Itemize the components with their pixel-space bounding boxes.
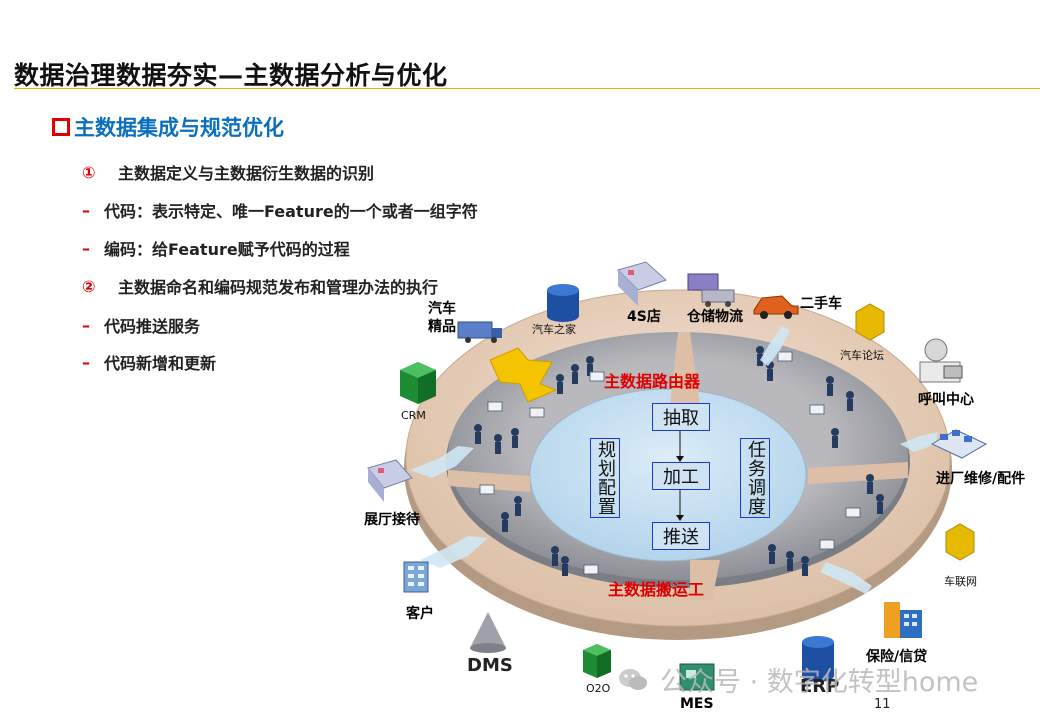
push-step: 推送 xyxy=(652,522,710,550)
data-flow-beam xyxy=(820,562,872,594)
building-icon xyxy=(403,561,429,593)
system-label-insurance-credit: 保险/信贷 xyxy=(866,649,928,665)
section-heading: 主数据集成与规范优化 xyxy=(52,112,284,142)
ring-gap-bottom xyxy=(690,560,720,600)
mover-label: 主数据搬运工 xyxy=(608,580,705,599)
data-flow-beam xyxy=(410,446,474,478)
list-marker: – xyxy=(82,352,90,372)
list-item-text: 编码：给Feature赋予代码的过程 xyxy=(104,240,350,259)
watermark-text: 公众号 · 数字化转型home xyxy=(660,667,979,698)
truck-icon xyxy=(457,321,502,343)
list-item-text: 代码新增和更新 xyxy=(104,354,217,373)
cube-icon xyxy=(583,644,611,678)
planning-config-box: 规划配置 xyxy=(590,438,620,518)
list-marker: – xyxy=(82,200,90,220)
database-icon xyxy=(547,284,579,322)
system-label-customer: 客户 xyxy=(406,606,434,622)
data-flow-beam xyxy=(900,432,938,452)
extract-step: 抽取 xyxy=(652,403,710,431)
system-label-auto-accessories: 汽车 精品 xyxy=(428,301,456,335)
system-label-warehouse-logistics: 仓储物流 xyxy=(687,309,743,325)
system-label-iov: 车联网 xyxy=(944,575,977,588)
task-scheduling-box: 任务调度 xyxy=(740,438,770,518)
system-label-4s-store: 4S店 xyxy=(627,309,661,325)
office-layout-icon xyxy=(617,261,667,306)
watermark: 公众号 · 数字化转型home xyxy=(618,660,978,699)
data-flow-beam xyxy=(760,326,790,366)
system-label-call-center: 呼叫中心 xyxy=(918,392,974,408)
page-number: 11 xyxy=(874,697,891,712)
database-icon xyxy=(802,636,834,682)
warehouse-icon xyxy=(687,273,735,307)
list-item: – 代码：表示特定、唯一Feature的一个或者一组字符 xyxy=(82,198,478,222)
list-marker: – xyxy=(82,315,90,335)
system-label-autohome: 汽车之家 xyxy=(532,323,576,336)
list-item: – 代码新增和更新 xyxy=(82,350,216,374)
list-item: ② 主数据命名和编码规范发布和管理办法的执行 xyxy=(82,274,438,298)
cube-icon xyxy=(400,362,436,404)
ring-gap-top xyxy=(670,332,700,405)
system-label-repair-parts: 进厂维修/配件 xyxy=(936,471,1026,487)
list-item: ① 主数据定义与主数据衍生数据的识别 xyxy=(82,160,374,184)
title-divider xyxy=(14,88,1040,89)
lightning-bolt-icon xyxy=(489,347,558,403)
hexagon-icon xyxy=(945,523,975,561)
flow-arrow-head xyxy=(676,515,684,521)
system-label-used-car: 二手车 xyxy=(800,296,842,312)
list-item-text: 主数据定义与主数据衍生数据的识别 xyxy=(118,164,375,183)
ring-gap-left xyxy=(448,470,530,492)
factory-icon xyxy=(930,429,988,459)
list-item-text: 代码：表示特定、唯一Feature的一个或者一组字符 xyxy=(104,202,478,221)
call-center-icon xyxy=(919,338,963,383)
router-label: 主数据路由器 xyxy=(604,372,701,391)
page-title: 数据治理数据夯实—主数据分析与优化 xyxy=(14,61,448,90)
hexagon-icon xyxy=(855,303,885,341)
list-item-text: 主数据命名和编码规范发布和管理办法的执行 xyxy=(118,278,439,297)
system-label-showroom: 展厅接待 xyxy=(364,512,420,528)
wechat-icon xyxy=(619,668,647,690)
system-label-mes: MES xyxy=(680,696,714,712)
system-label-dms: DMS xyxy=(467,655,513,676)
cone-icon xyxy=(470,612,506,653)
list-item: – 编码：给Feature赋予代码的过程 xyxy=(82,236,350,260)
list-marker: ① xyxy=(82,162,96,182)
data-flow-beam xyxy=(420,536,488,568)
desk-icons xyxy=(479,351,861,575)
square-bullet-icon xyxy=(52,118,70,136)
system-label-o2o: O2O xyxy=(586,682,611,695)
list-item-text: 代码推送服务 xyxy=(104,317,201,336)
system-label-auto-forum: 汽车论坛 xyxy=(840,349,884,362)
car-icon xyxy=(753,295,799,319)
list-item: – 代码推送服务 xyxy=(82,313,200,337)
flow-arrow-head xyxy=(676,456,684,462)
section-heading-text: 主数据集成与规范优化 xyxy=(74,116,284,140)
ring-gap-right xyxy=(808,462,908,484)
office-layout-icon xyxy=(367,459,413,502)
system-label-crm: CRM xyxy=(401,409,426,422)
office-building-icon xyxy=(884,602,922,638)
list-marker: ② xyxy=(82,276,96,296)
system-label-erp: ERP xyxy=(800,676,840,697)
machine-icon xyxy=(679,663,715,691)
list-marker: – xyxy=(82,238,90,258)
process-step: 加工 xyxy=(652,462,710,490)
